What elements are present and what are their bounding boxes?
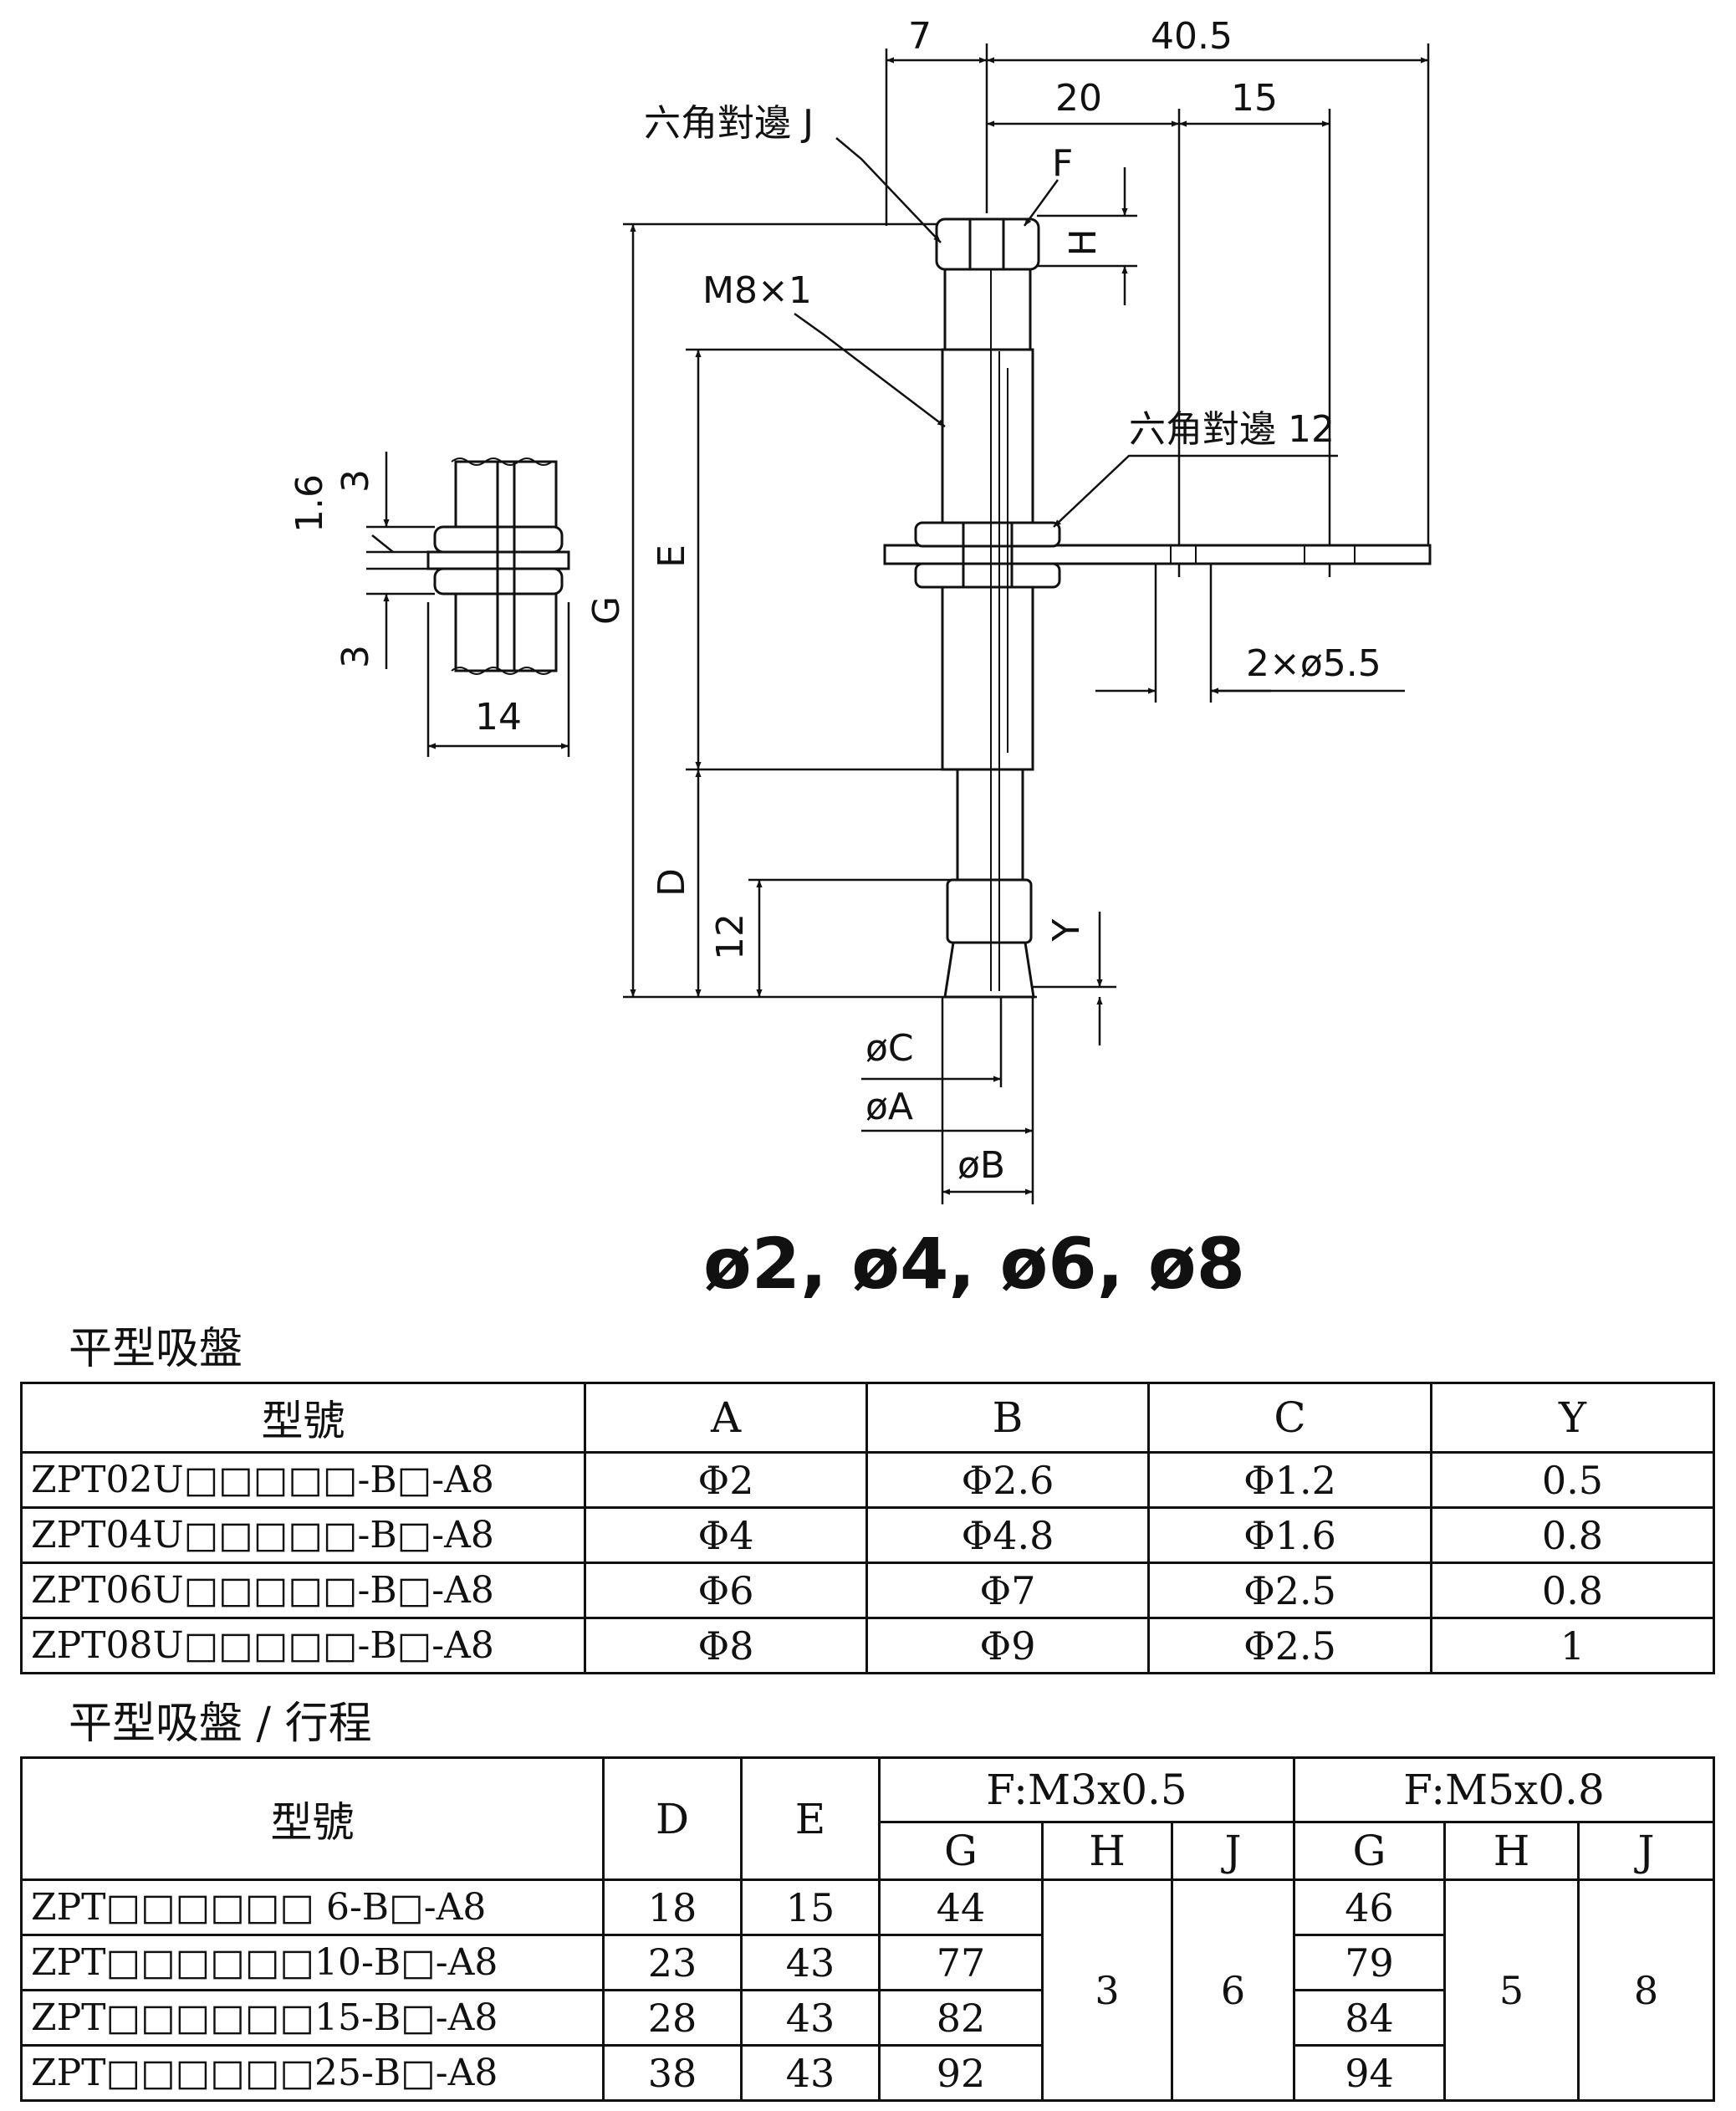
header-j: J [1577,1821,1716,1881]
table-b-title: 平型吸盤 / 行程 [69,1699,372,1749]
value-cell: 0.5 [1430,1451,1715,1509]
table-row: ZPT06U□□□□□-B□-A8 Φ6 Φ7 Φ2.5 0.8 [20,1562,1715,1619]
table-row: ZPT02U□□□□□-B□-A8 Φ2 Φ2.6 Φ1.2 0.5 [20,1451,1715,1509]
table-b-subheader-row: G H J G H J [22,1821,1716,1881]
value-cell: 46 [1293,1878,1447,1936]
hex-j-label: 六角對邊 J [644,102,814,145]
value-cell: 94 [1293,2044,1447,2102]
detail-3-bottom: 3 [334,645,377,668]
holes-label: 2×ø5.5 [1246,642,1381,685]
flat-pad-dimension-table: 型號 A B C Y ZPT02U□□□□□-B□-A8 Φ2 Φ2.6 Φ1.… [20,1382,1715,1674]
header-j: J [1170,1821,1296,1881]
value-cell-h-m3: 3 [1041,1878,1173,2102]
thread-label: M8×1 [702,269,812,312]
header-d: D [602,1756,743,1881]
value-cell: Φ7 [865,1562,1150,1619]
model-cell: ZPT08U□□□□□-B□-A8 [20,1617,586,1674]
model-cell: ZPT□□□□□□10-B□-A8 [20,1934,605,1991]
table-row: ZPT04U□□□□□-B□-A8 Φ4 Φ4.8 Φ1.6 0.8 [20,1506,1715,1564]
dim-7: 7 [908,15,932,58]
table-row: ZPT08U□□□□□-B□-A8 Φ8 Φ9 Φ2.5 1 [20,1617,1715,1674]
table-b-header-row: 型號 D E F:M3x0.5 F:M5x0.8 [20,1756,1716,1881]
value-cell-j-m3: 6 [1170,1878,1296,2102]
value-cell: 43 [740,1934,881,1991]
value-cell: 0.8 [1430,1562,1715,1619]
value-cell: Φ8 [584,1617,868,1674]
sizes-caption: ø2, ø4, ø6, ø8 [703,1223,1245,1305]
label-y: Y [1045,918,1088,942]
value-cell: Φ2 [584,1451,868,1509]
dim-15: 15 [1231,77,1278,120]
value-cell: 79 [1293,1934,1447,1991]
value-cell: Φ1.2 [1147,1451,1432,1509]
detail-3-top: 3 [334,469,377,493]
table-a-title: 平型吸盤 [69,1324,243,1374]
dia-b-label: øB [957,1144,1005,1187]
value-cell: 44 [878,1878,1044,1936]
header-group-m5: F:M5x0.8 [1293,1756,1716,1823]
value-cell: Φ2.6 [865,1451,1150,1509]
model-cell: ZPT□□□□□□ 6-B□-A8 [20,1878,605,1936]
value-cell: 28 [602,1989,743,2047]
value-cell: 92 [878,2044,1044,2102]
header-model: 型號 [20,1382,586,1454]
dim-12: 12 [709,913,752,960]
header-y: Y [1430,1382,1715,1454]
value-cell: 15 [740,1878,881,1936]
value-cell: Φ2.5 [1147,1617,1432,1674]
value-cell: Φ6 [584,1562,868,1619]
model-cell: ZPT□□□□□□15-B□-A8 [20,1989,605,2047]
label-g: G [585,596,628,625]
header-e: E [740,1756,881,1881]
table-a-header-row: 型號 A B C Y [20,1382,1715,1454]
technical-drawing: 7 40.5 20 15 六角對邊 J F H M8×1 六角對邊 12 E G… [288,15,1432,1305]
value-cell: 77 [878,1934,1044,1991]
value-cell: 84 [1293,1989,1447,2047]
value-cell: 1 [1430,1617,1715,1674]
table-row: ZPT□□□□□□25-B□-A8 38 43 92 94 [20,2044,1714,2102]
dim-40-5: 40.5 [1151,15,1233,58]
header-h: H [1041,1821,1173,1881]
label-h: H [1062,228,1105,256]
value-cell: Φ2.5 [1147,1562,1432,1619]
value-cell: 82 [878,1989,1044,2047]
detail-14: 14 [475,696,522,739]
header-b: B [865,1382,1150,1454]
value-cell: 43 [740,2044,881,2102]
dim-20: 20 [1055,77,1102,120]
dia-a-label: øA [865,1086,913,1128]
label-d: D [651,868,693,897]
table-row: ZPT□□□□□□15-B□-A8 28 43 82 84 [20,1989,1714,2047]
value-cell: 38 [602,2044,743,2102]
model-cell: ZPT□□□□□□25-B□-A8 [20,2044,605,2102]
table-row: ZPT□□□□□□10-B□-A8 23 43 77 79 [20,1934,1714,1991]
header-model: 型號 [20,1756,605,1881]
label-f: F [1052,142,1073,185]
value-cell: Φ4.8 [865,1506,1150,1564]
value-cell: 18 [602,1878,743,1936]
value-cell: 43 [740,1989,881,2047]
hex12-label: 六角對邊 12 [1129,408,1335,451]
value-cell: Φ4 [584,1506,868,1564]
value-cell: 23 [602,1934,743,1991]
label-e: E [651,544,693,568]
header-g: G [878,1821,1044,1881]
value-cell: Φ1.6 [1147,1506,1432,1564]
value-cell: 0.8 [1430,1506,1715,1564]
model-cell: ZPT06U□□□□□-B□-A8 [20,1562,586,1619]
header-h: H [1443,1821,1580,1881]
value-cell-j-m5: 8 [1577,1878,1716,2102]
header-g: G [1293,1821,1447,1881]
value-cell-h-m5: 5 [1443,1878,1580,2102]
header-a: A [584,1382,868,1454]
header-group-m3: F:M3x0.5 [877,1756,1296,1823]
value-cell: Φ9 [865,1617,1150,1674]
dia-c-label: øC [865,1027,914,1070]
model-cell: ZPT04U□□□□□-B□-A8 [20,1506,586,1564]
table-row: ZPT□□□□□□ 6-B□-A8 18 15 44 3 6 46 5 8 [20,1878,1716,2102]
detail-1-6: 1.6 [288,474,331,533]
header-c: C [1147,1382,1432,1454]
model-cell: ZPT02U□□□□□-B□-A8 [20,1451,586,1509]
flat-pad-stroke-table: 型號 D E F:M3x0.5 F:M5x0.8 G H J G H J ZPT… [20,1756,1716,2102]
